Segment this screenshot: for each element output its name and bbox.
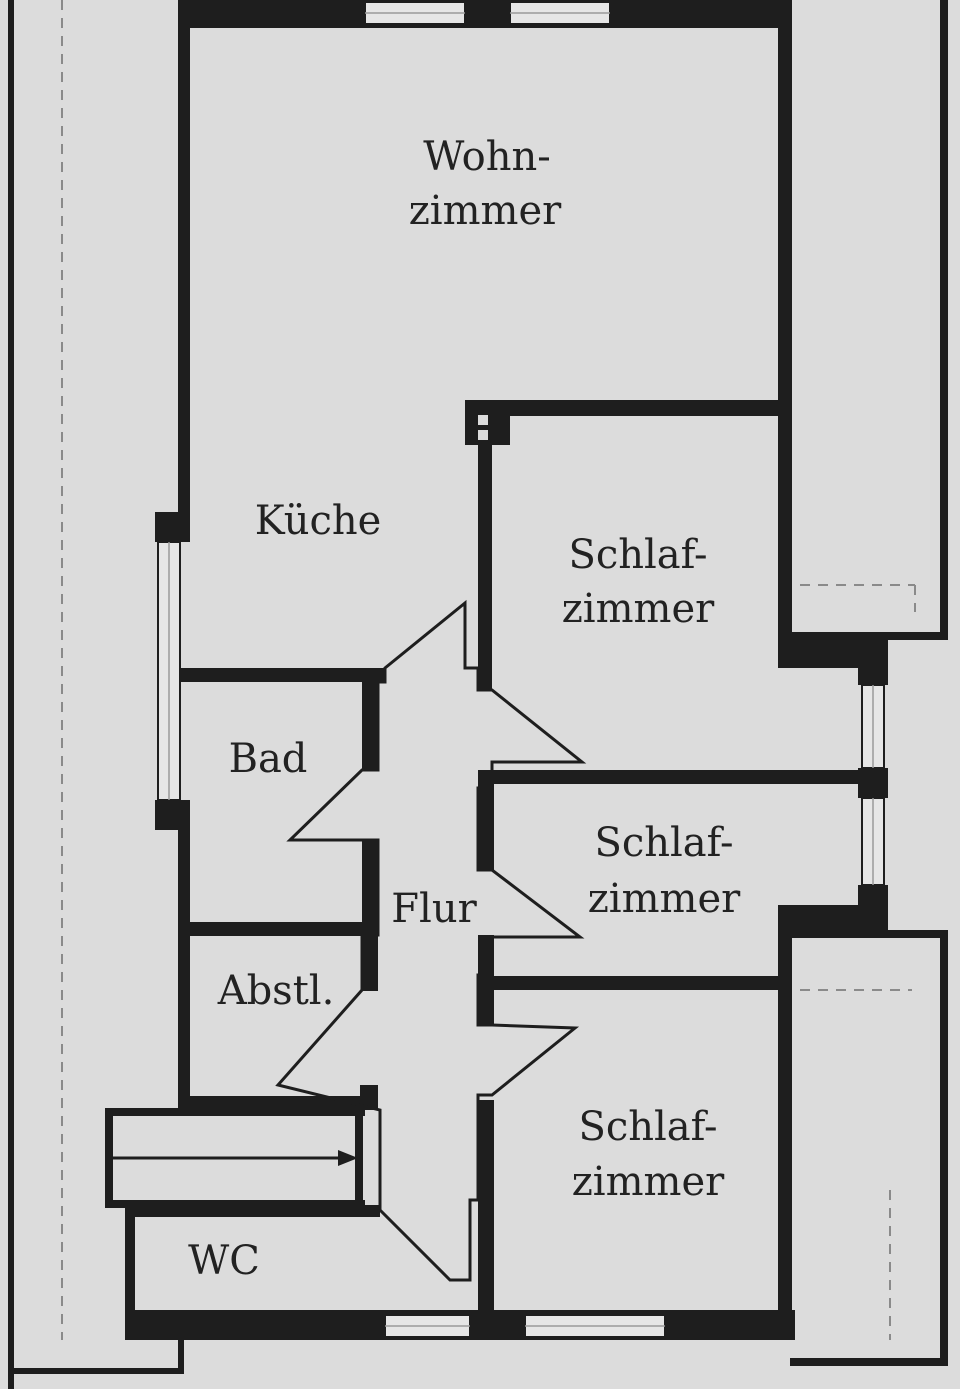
flur-label: Flur (391, 886, 477, 932)
window-bottom-right (524, 1314, 666, 1338)
hallway-arrow-outline (275, 599, 587, 1282)
schlafzimmer-1-label-line2: zimmer (562, 586, 715, 632)
room-flur: Flur (391, 886, 477, 932)
room-schlafzimmer-2: Schlaf- zimmer (588, 820, 741, 922)
room-schlafzimmer-1: Schlaf- zimmer (562, 532, 715, 632)
room-kueche: Küche (255, 498, 382, 544)
right-balcony-top-outline (790, 0, 948, 640)
schlafzimmer-3-label-line1: Schlaf- (578, 1104, 717, 1150)
abstellraum-label: Abstl. (217, 968, 335, 1014)
window-left-kitchen (157, 541, 181, 801)
room-bad: Bad (229, 736, 308, 782)
bad-label: Bad (229, 736, 308, 782)
schlafzimmer-2-label-line1: Schlaf- (594, 820, 733, 866)
room-wc: WC (188, 1238, 260, 1284)
schlafzimmer-2-label-line2: zimmer (588, 876, 741, 922)
window-top-left (364, 1, 466, 25)
kueche-label: Küche (255, 498, 382, 544)
schlafzimmer-3-label-line2: zimmer (572, 1159, 725, 1205)
schlafzimmer-1-label-line1: Schlaf- (568, 532, 707, 578)
window-bottom-left (384, 1314, 471, 1338)
left-terrace-outline (8, 0, 184, 1389)
window-right-bedroom1 (861, 684, 885, 769)
interior-walls (105, 400, 863, 1340)
wohnzimmer-label-line2: zimmer (409, 188, 562, 234)
room-wohnzimmer: Wohn- zimmer (409, 134, 562, 234)
wc-label: WC (188, 1238, 260, 1284)
room-schlafzimmer-3: Schlaf- zimmer (572, 1104, 725, 1205)
windows (157, 1, 885, 1338)
window-top-right (509, 1, 611, 25)
window-right-bedroom2 (861, 797, 885, 886)
wohnzimmer-label-line1: Wohn- (423, 134, 551, 180)
right-balcony-bottom-outline (790, 930, 948, 1366)
room-abstellraum: Abstl. (217, 968, 335, 1014)
